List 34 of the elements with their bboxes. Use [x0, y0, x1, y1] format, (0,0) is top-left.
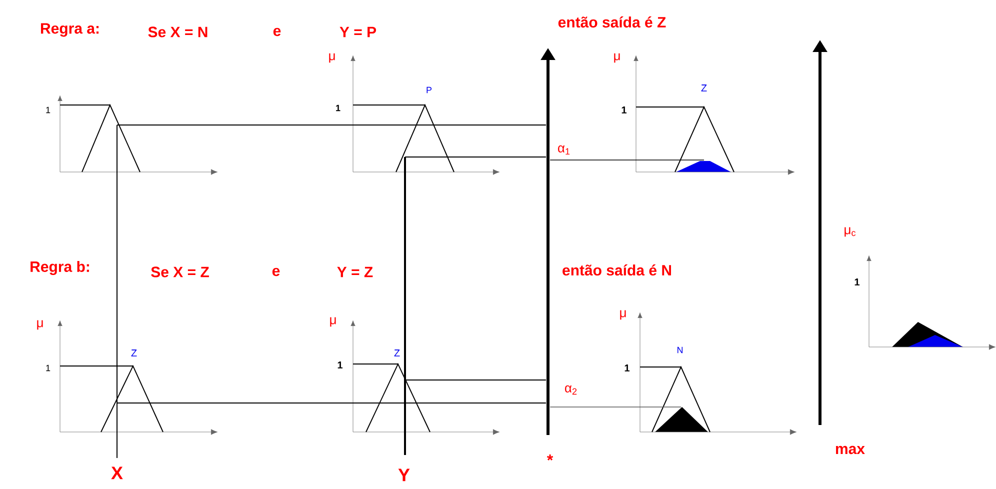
axis-label: μ [37, 320, 43, 330]
axis-label: μ [330, 317, 336, 327]
tick-label: 1 [338, 362, 343, 368]
rule-label: Regra a: [41, 23, 99, 37]
condition-text: Y = Z [337, 266, 373, 278]
consequent-text: então saída é Z [558, 16, 666, 28]
star-mark: * [546, 454, 554, 460]
axis-label: μ [614, 53, 620, 63]
axis-label: μ [329, 53, 335, 63]
tick-label: 1 [622, 106, 626, 114]
condition-text: Y = P [340, 26, 376, 38]
set-label: Z [394, 350, 400, 356]
alpha-label: α$_{1}$ [558, 145, 570, 155]
condition-text: Se X = N [148, 26, 208, 38]
set-label: P [426, 86, 432, 94]
condition-text: Se X = Z [151, 266, 209, 278]
operator-text: e [272, 268, 280, 276]
axis-label: μ [620, 310, 626, 320]
tick-label: 1 [46, 364, 50, 372]
set-label: N [678, 346, 683, 354]
rule-label: Regra b: [30, 260, 89, 276]
consequent-text: então saída é N [562, 264, 671, 276]
variable-label: Y [398, 468, 410, 482]
set-label: Z [701, 84, 707, 92]
tick-label: 1 [336, 104, 340, 112]
axis-label: μ$_{c}$ [844, 227, 856, 237]
variable-label: X [111, 466, 123, 480]
tick-label: 1 [624, 364, 630, 372]
alpha-label: α$_{2}$ [565, 385, 577, 395]
set-label: Z [131, 350, 137, 356]
tick-label: 1 [854, 278, 860, 286]
operator-text: max [836, 446, 865, 454]
tick-label: 1 [46, 106, 50, 114]
operator-text: e [273, 28, 281, 36]
